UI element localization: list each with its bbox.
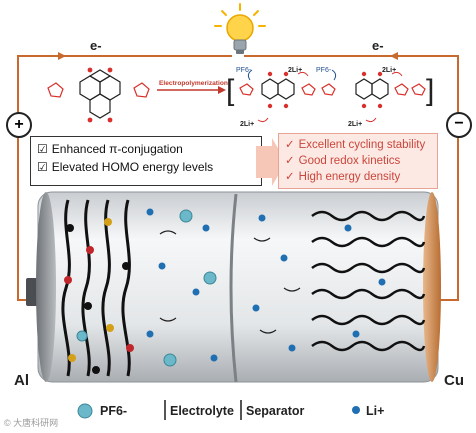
li-label-2: 2Li+ [382, 67, 396, 74]
plus-terminal: + [6, 112, 32, 138]
polymer-structure [239, 71, 426, 109]
minus-terminal: − [446, 112, 472, 138]
svg-text:]: ] [426, 74, 434, 107]
benefit-text: Excellent cycling stability [298, 139, 426, 151]
feature-item: ☑ Elevated HOMO energy levels [37, 160, 255, 174]
svg-text:[: [ [226, 74, 235, 107]
left-electrode-label: Al [14, 372, 29, 389]
separator-marker [240, 400, 242, 420]
cathode-atoms [64, 218, 134, 374]
benefit-text: Good redox kinetics [298, 155, 401, 167]
separator-line [229, 193, 238, 383]
monomer-structure [47, 67, 150, 123]
pf6-label-1: PF6- [236, 67, 252, 74]
separator-label: Separator [246, 404, 305, 418]
feature-text: Enhanced π-conjugation [51, 142, 183, 156]
li-label-4: 2Li+ [348, 121, 362, 128]
li-label-3: 2Li+ [240, 121, 254, 128]
electron-label-left: e- [90, 38, 102, 53]
watermark: © 大唐科研网 [4, 418, 59, 428]
feature-text: Elevated HOMO energy levels [51, 160, 214, 174]
plus-sign: + [14, 116, 24, 133]
reaction-scheme: Electropolymerization [ ] PF6- 2Li+ PF6-… [47, 67, 434, 128]
pf6-ions [76, 209, 217, 367]
benefit-text: High energy density [298, 171, 401, 183]
li-legend-label: Li+ [366, 404, 385, 418]
copper-collector [423, 192, 441, 382]
anode-graphite [311, 210, 426, 352]
benefit-item: ✓ Excellent cycling stability [285, 137, 431, 153]
electron-label-right: e- [372, 38, 384, 53]
ion-motion-arrows [159, 230, 301, 334]
light-bulb-icon [214, 3, 266, 54]
pf6-legend-label: PF6- [100, 404, 128, 418]
minus-sign: − [454, 115, 464, 132]
check-icon: ✓ [285, 155, 295, 167]
right-electrode-label: Cu [444, 372, 464, 389]
electrolyte-label: Electrolyte [170, 404, 234, 418]
li-label-1: 2Li+ [288, 67, 302, 74]
benefits-box: ✓ Excellent cycling stability ✓ Good red… [278, 133, 438, 189]
benefit-item: ✓ High energy density [285, 169, 431, 185]
features-box: ☑ Enhanced π-conjugation ☑ Elevated HOMO… [30, 136, 262, 186]
aluminium-collector [36, 192, 56, 382]
lithium-ions [146, 208, 386, 362]
electrolyte-marker [164, 400, 166, 420]
arrow-label: Electropolymerization [159, 80, 228, 87]
feature-item: ☑ Enhanced π-conjugation [37, 142, 255, 156]
check-icon: ✓ [285, 139, 295, 151]
pf6-label-2: PF6- [316, 67, 332, 74]
check-icon: ✓ [285, 171, 295, 183]
checkbox-icon: ☑ [37, 142, 48, 156]
li-legend-icon [352, 406, 360, 414]
pf6-legend-icon [77, 403, 93, 419]
benefit-item: ✓ Good redox kinetics [285, 153, 431, 169]
battery-cell [26, 191, 441, 383]
checkbox-icon: ☑ [37, 160, 48, 174]
